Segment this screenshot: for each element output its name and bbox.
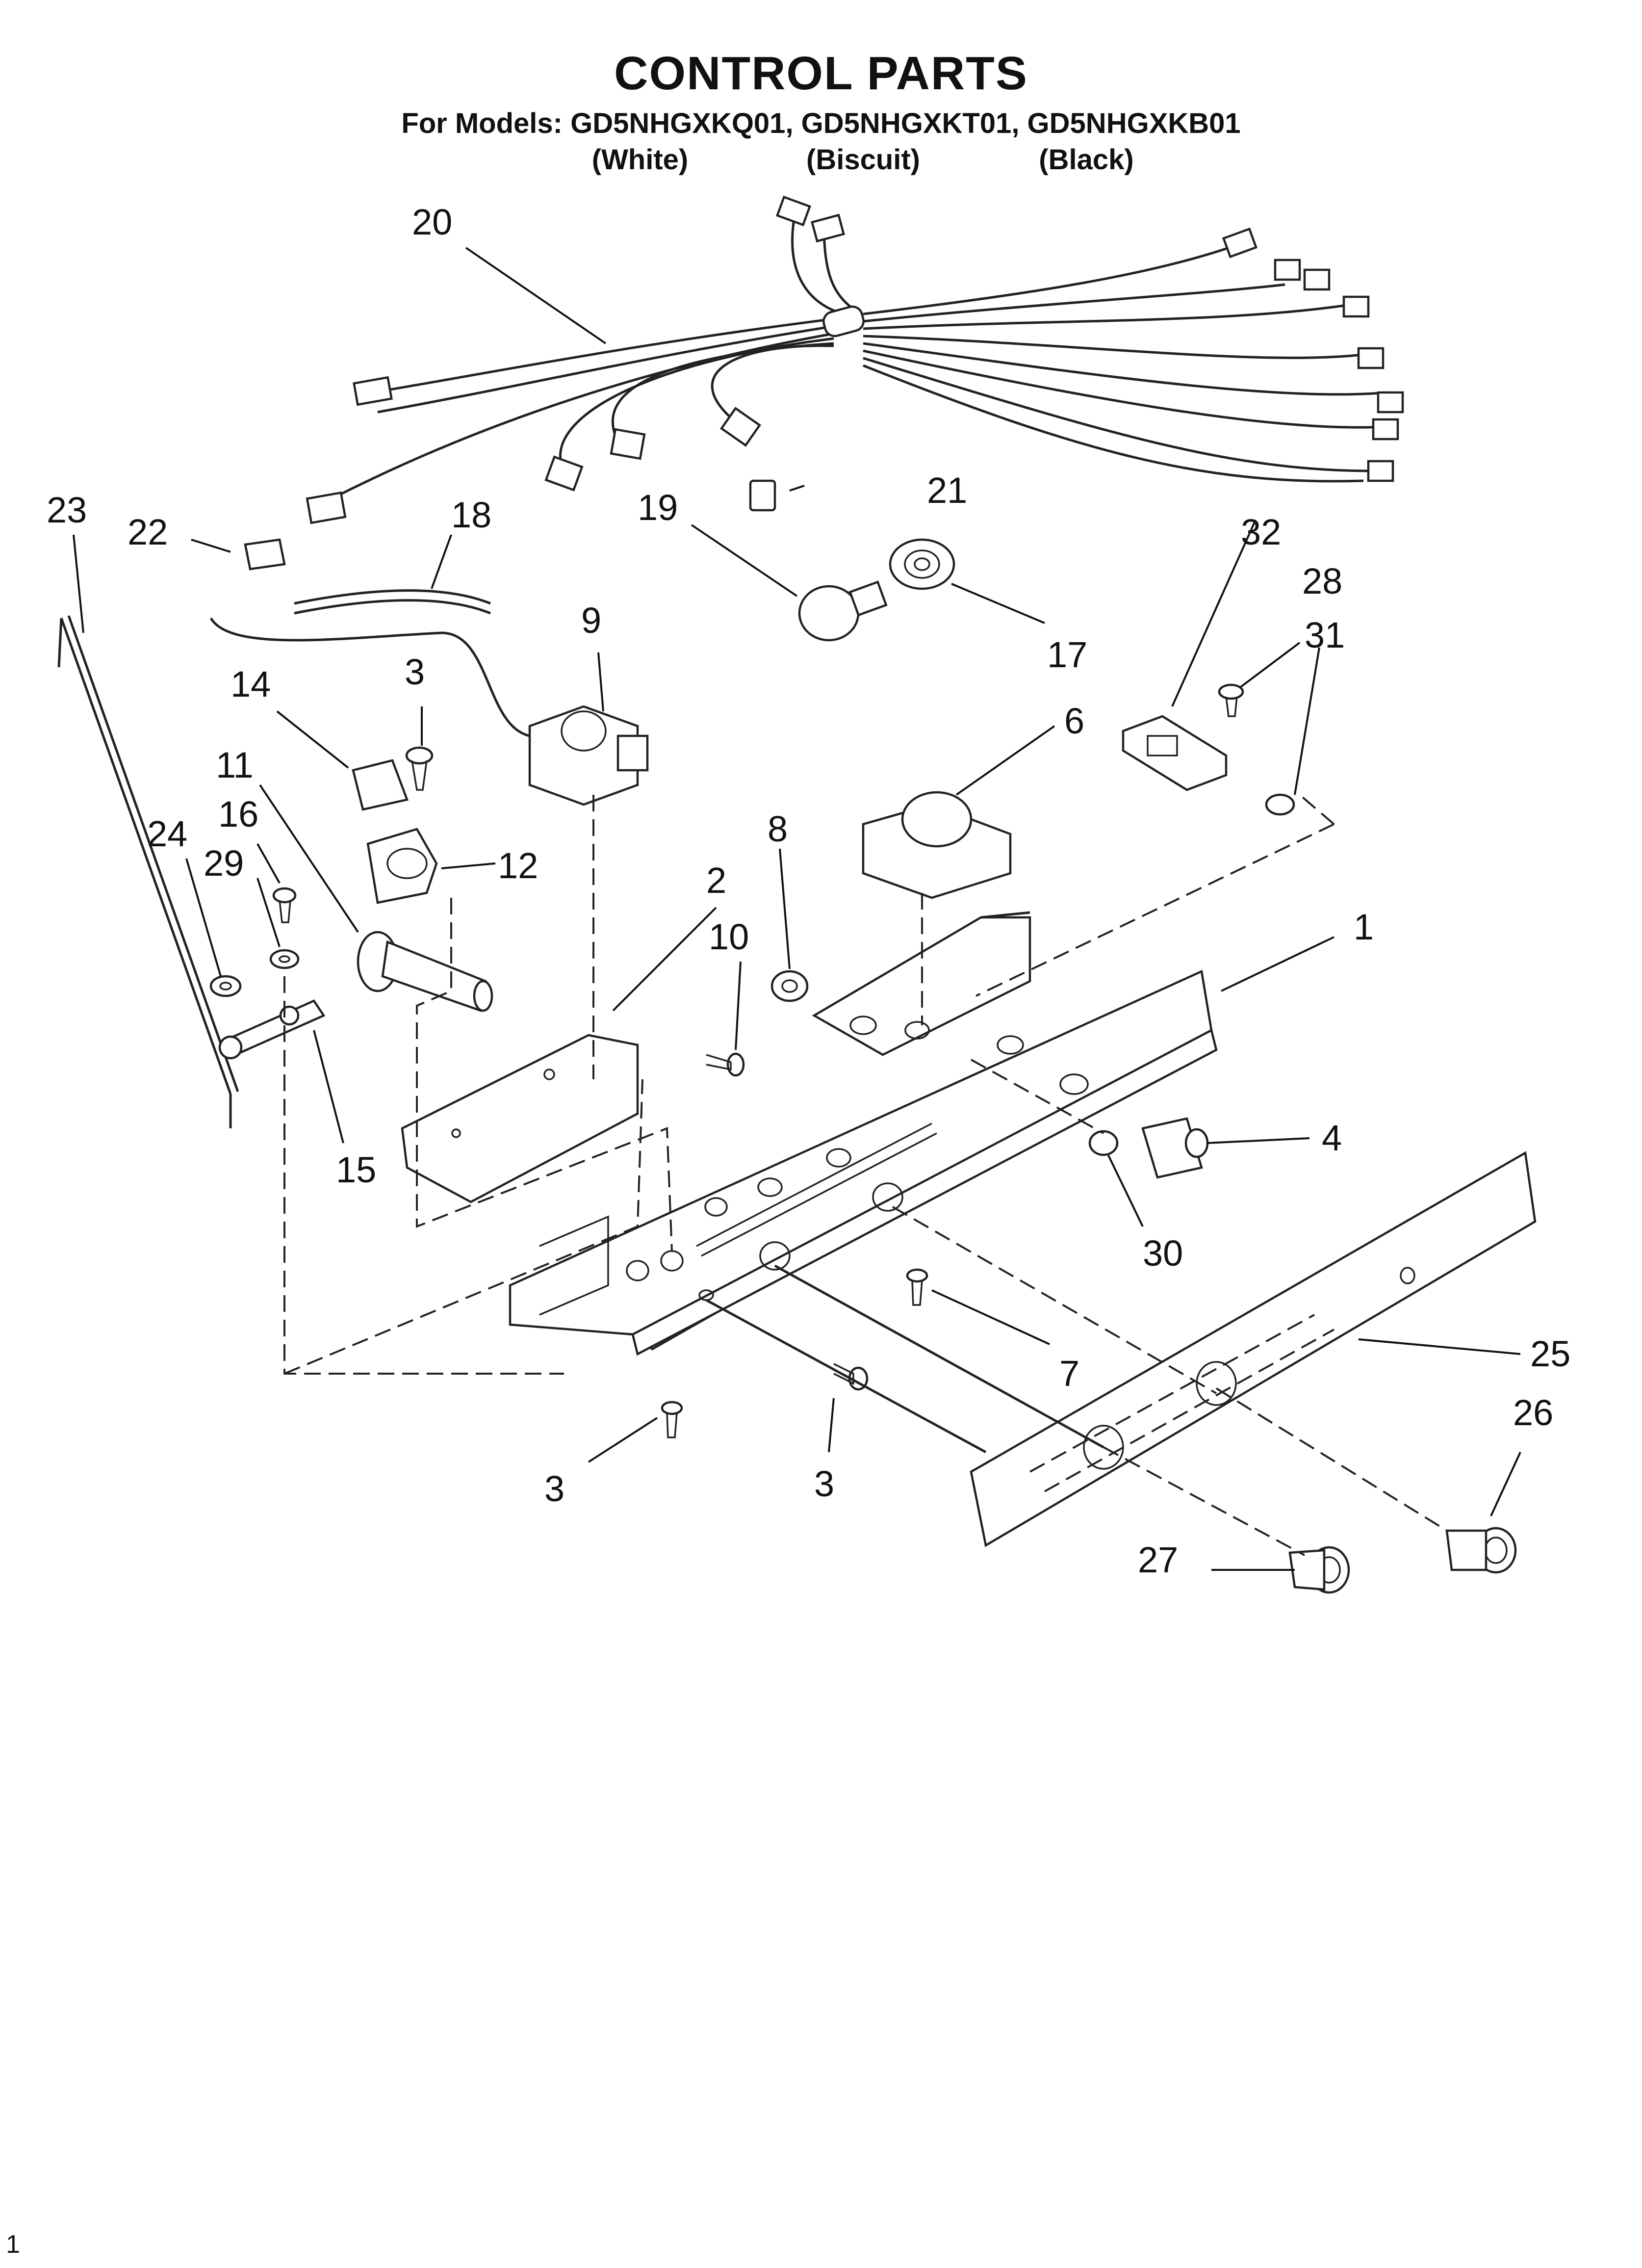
callout-17: 17	[1047, 634, 1087, 675]
callout-19: 19	[638, 487, 678, 528]
part-32-module	[1122, 715, 1228, 791]
callout-18: 18	[451, 495, 491, 535]
callout-4: 4	[1322, 1118, 1342, 1158]
part-21-clip	[749, 479, 776, 512]
callout-12: 12	[498, 845, 538, 886]
part-19-light-bulb	[798, 580, 888, 642]
part-2-bracket	[401, 1034, 639, 1203]
color-label-black: (Black)	[1039, 144, 1134, 176]
part-29-washer	[269, 949, 300, 969]
callout-27: 27	[1138, 1539, 1178, 1580]
part-25-control-panel	[970, 1151, 1537, 1547]
page-title: CONTROL PARTS	[614, 47, 1028, 100]
callout-26: 26	[1513, 1392, 1553, 1433]
part-15-lever	[218, 999, 326, 1060]
callout-2: 2	[706, 860, 726, 901]
color-label-white: (White)	[591, 144, 689, 176]
color-label-biscuit: (Biscuit)	[806, 144, 920, 176]
callout-3-bottom-left: 3	[544, 1468, 564, 1509]
callout-28: 28	[1302, 561, 1342, 601]
part-8-grommet	[770, 970, 809, 1002]
part-1-control-housing	[509, 911, 1218, 1356]
callout-32: 32	[1241, 512, 1281, 552]
part-3-screw-bottom-left	[661, 1401, 683, 1438]
callout-6: 6	[1064, 701, 1084, 741]
callout-22: 22	[128, 512, 168, 552]
part-11-shaft	[357, 931, 493, 1013]
callout-20: 20	[412, 202, 452, 242]
callout-24: 24	[147, 813, 187, 854]
part-23-rod	[60, 618, 232, 1095]
part-6-defrost-timer	[862, 791, 1012, 899]
part-7-screw	[906, 1268, 928, 1306]
part-10-screw	[706, 1052, 745, 1077]
callout-31: 31	[1305, 615, 1345, 655]
callout-30: 30	[1143, 1233, 1183, 1274]
callout-29: 29	[204, 843, 244, 884]
part-14-clip	[352, 759, 409, 811]
page-number: 1	[6, 2230, 20, 2259]
part-30-button	[1088, 1130, 1119, 1156]
part-4-switch	[1141, 1117, 1209, 1179]
part-31-clip	[1265, 793, 1295, 816]
callout-21: 21	[927, 470, 967, 511]
wire-harness	[306, 195, 1404, 524]
part-17-bulb-socket	[889, 538, 955, 590]
callout-15: 15	[336, 1149, 376, 1190]
callout-10: 10	[709, 916, 749, 957]
models-line: For Models: GD5NHGXKQ01, GD5NHGXKT01, GD…	[401, 107, 1241, 139]
callout-3-bottom-right: 3	[814, 1463, 834, 1504]
part-16-screw	[272, 887, 297, 923]
callout-3-top: 3	[405, 652, 425, 692]
callout-14: 14	[231, 664, 271, 704]
part-3-screw-top	[405, 746, 434, 791]
callout-23: 23	[47, 490, 87, 530]
callout-1: 1	[1354, 907, 1374, 947]
callout-16: 16	[218, 794, 258, 834]
part-24-washer	[209, 975, 242, 997]
part-9-thermostat	[528, 705, 649, 806]
callout-11: 11	[216, 745, 254, 785]
part-12-bracket	[366, 828, 438, 904]
part-18-tube	[294, 589, 491, 605]
callout-9: 9	[581, 600, 601, 641]
callout-8: 8	[768, 808, 788, 849]
part-28-screw	[1218, 683, 1244, 717]
callout-25: 25	[1530, 1333, 1570, 1374]
part-27-knob	[1288, 1546, 1350, 1594]
callout-7: 7	[1059, 1353, 1079, 1394]
part-26-knob	[1445, 1527, 1517, 1574]
part-22-clip	[244, 538, 286, 571]
